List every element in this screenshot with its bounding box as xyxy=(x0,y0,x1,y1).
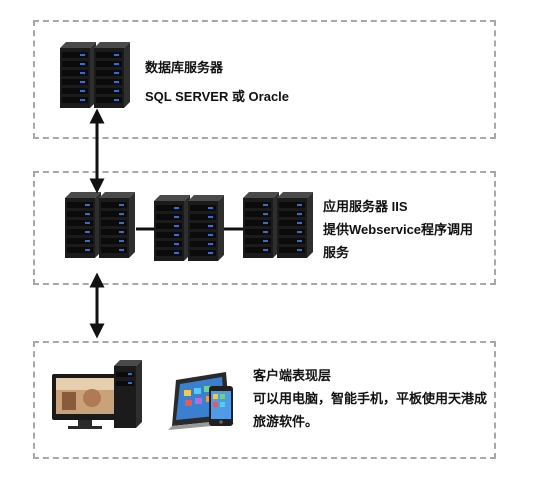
app-server-title: 应用服务器 IIS xyxy=(323,199,408,214)
db-server-title: 数据库服务器 xyxy=(145,60,224,75)
app-server-icon xyxy=(65,192,135,258)
app-server-icon xyxy=(154,195,224,261)
app-tier-labels: 应用服务器 IIS 提供Webservice程序调用 服务 xyxy=(323,195,473,264)
app-server-desc-line1: 提供Webservice程序调用 xyxy=(323,222,474,237)
app-server-icon xyxy=(243,192,313,258)
desktop-pc-icon xyxy=(52,360,142,429)
smartphone-icon xyxy=(209,386,233,426)
client-tier-labels: 客户端表现层 可以用电脑，智能手机，平板使用天港成 旅游软件。 xyxy=(253,364,487,433)
app-server-desc-line2: 服务 xyxy=(323,245,350,260)
client-tier-desc-line1: 可以用电脑，智能手机，平板使用天港成 xyxy=(253,391,488,406)
client-tier-title: 客户端表现层 xyxy=(253,368,332,383)
db-server-icon xyxy=(60,42,130,108)
db-server-subtitle: SQL SERVER 或 Oracle xyxy=(145,89,290,104)
client-tier-desc-line2: 旅游软件。 xyxy=(253,414,319,429)
db-tier-labels: 数据库服务器 SQL SERVER 或 Oracle xyxy=(145,56,289,108)
